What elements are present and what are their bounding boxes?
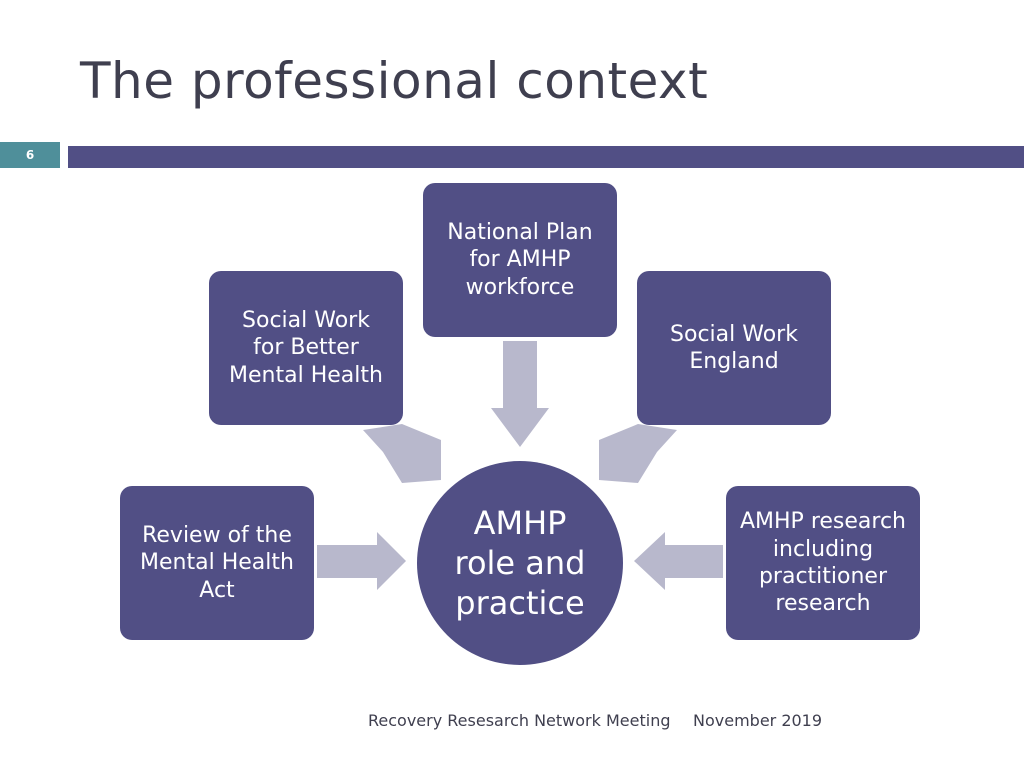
node-social-work-england: Social Work England xyxy=(637,271,831,425)
footer-date: November 2019 xyxy=(693,711,823,730)
node-line: Mental Health xyxy=(140,550,294,576)
arrow-diagonal-right xyxy=(599,424,677,483)
slide-number: 6 xyxy=(0,142,60,168)
node-amhp-research: AMHP research including practitioner res… xyxy=(726,486,920,640)
node-line: Social Work xyxy=(670,321,798,347)
header-bar xyxy=(68,146,1024,168)
arrow-diagonal-left xyxy=(363,424,441,483)
node-line: including xyxy=(772,536,874,562)
node-line: National Plan xyxy=(447,220,593,246)
node-line: England xyxy=(689,349,779,374)
center-line: role and xyxy=(454,544,586,582)
node-line: for Better xyxy=(253,335,359,361)
node-amhp-role-and-practice: AMHP role and practice xyxy=(417,461,623,665)
footer-meeting: Recovery Resesarch Network Meeting xyxy=(368,711,671,730)
node-social-work-better-mental-health: Social Work for Better Mental Health xyxy=(209,271,403,425)
node-review-mental-health-act: Review of the Mental Health Act xyxy=(120,486,314,640)
arrow-right xyxy=(317,532,406,590)
node-line: Mental Health xyxy=(229,362,383,388)
center-line: AMHP xyxy=(473,504,567,542)
node-line: workforce xyxy=(465,274,575,300)
node-line: for AMHP xyxy=(469,247,571,273)
slide-title: The professional context xyxy=(80,52,709,110)
node-line: Social Work xyxy=(242,308,370,334)
node-line: AMHP research xyxy=(739,509,906,535)
node-national-plan: National Plan for AMHP workforce xyxy=(423,183,617,337)
node-line: Review of the xyxy=(142,523,292,549)
arrow-left xyxy=(634,532,723,590)
center-line: practice xyxy=(455,584,585,622)
node-line: practitioner xyxy=(758,564,888,589)
arrow-down xyxy=(491,341,549,447)
node-line: research xyxy=(775,591,871,617)
node-line: Act xyxy=(199,577,235,603)
